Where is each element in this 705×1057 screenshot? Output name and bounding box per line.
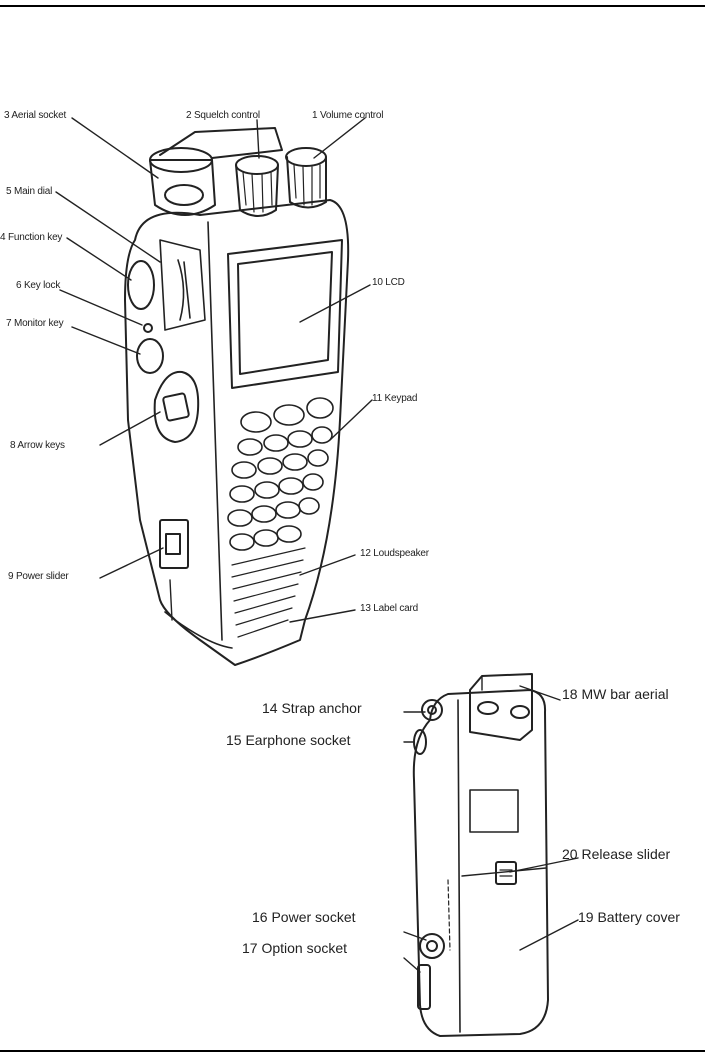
label-main-dial: 5 Main dial	[6, 186, 52, 197]
label-squelch-control: 2 Squelch control	[186, 110, 260, 121]
label-earphone-socket: 15 Earphone socket	[226, 732, 351, 748]
rear-label-plate	[470, 790, 518, 832]
lcd-drawing	[228, 240, 342, 388]
function-key-drawing	[128, 261, 154, 309]
loudspeaker-drawing	[232, 548, 305, 637]
label-arrow-keys: 8 Arrow keys	[10, 440, 65, 451]
label-key-lock: 6 Key lock	[16, 280, 60, 291]
label-battery-cover: 19 Battery cover	[578, 909, 680, 925]
keypad-drawing	[228, 398, 333, 550]
key-lock-drawing	[144, 324, 152, 332]
front-body-outline	[125, 200, 348, 665]
power-slider-drawing	[160, 520, 188, 568]
label-lcd: 10 LCD	[372, 277, 405, 288]
label-monitor-key: 7 Monitor key	[6, 318, 63, 329]
label-volume-control: 1 Volume control	[312, 110, 383, 121]
label-aerial-socket: 3 Aerial socket	[4, 110, 66, 121]
label-option-socket: 17 Option socket	[242, 940, 347, 956]
label-power-slider: 9 Power slider	[8, 571, 69, 582]
rear-body-outline	[414, 690, 548, 1036]
label-strap-anchor: 14 Strap anchor	[262, 700, 362, 716]
label-keypad: 11 Keypad	[372, 393, 417, 404]
label-function-key: 4 Function key	[0, 232, 62, 243]
radio-rear-view	[414, 674, 548, 1036]
mw-aerial-drawing	[470, 674, 532, 740]
label-power-socket: 16 Power socket	[252, 909, 356, 925]
rear-leader-lines	[404, 686, 578, 972]
radio-front-view	[125, 128, 348, 665]
arrow-keys-drawing	[155, 372, 199, 442]
monitor-key-drawing	[137, 339, 163, 373]
label-release-slider: 20 Release slider	[562, 846, 670, 862]
label-loudspeaker: 12 Loudspeaker	[360, 548, 429, 559]
power-socket-drawing	[420, 934, 444, 958]
label-mw-bar-aerial: 18 MW bar aerial	[562, 686, 669, 702]
label-label-card: 13 Label card	[360, 603, 418, 614]
volume-knob-drawing	[286, 148, 326, 208]
release-slider-drawing	[462, 862, 546, 884]
